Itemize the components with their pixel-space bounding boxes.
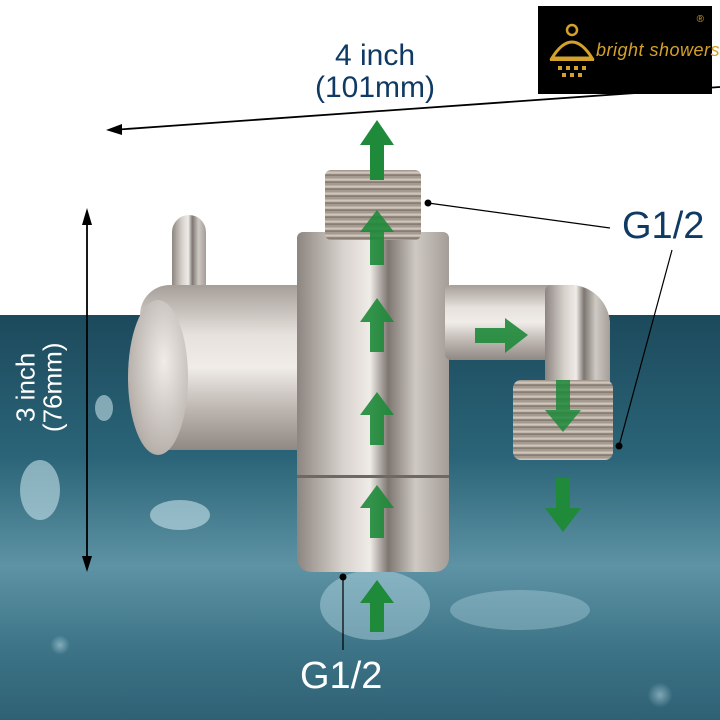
diverter-knob-cap[interactable] [128, 300, 188, 455]
brand-name: bright showers [596, 40, 720, 60]
bottom-inlet-callout: G1/2 [300, 655, 383, 697]
elbow-bend [545, 285, 610, 390]
registered-mark: ® [696, 14, 704, 25]
flow-arrow-down-icon [545, 380, 581, 432]
water-droplet [150, 500, 210, 530]
flow-arrow-up-icon [360, 120, 394, 180]
brand-logo: bright showers ® [538, 6, 720, 94]
flow-arrow-down-icon [545, 478, 581, 532]
water-droplet [20, 460, 60, 520]
width-dimension-inch: 4 inch [334, 39, 416, 72]
shower-head-icon [549, 23, 595, 77]
flow-arrow-up-icon [360, 298, 394, 352]
flow-arrow-up-icon [360, 580, 394, 632]
width-dimension-mm: (101mm) [314, 70, 435, 104]
flow-arrow-up-icon [360, 392, 394, 445]
water-splash [450, 590, 590, 630]
flow-arrow-up-icon [360, 485, 394, 538]
flow-arrow-right-icon [475, 318, 528, 353]
top-outlet-callout: G1/2 [622, 205, 705, 247]
water-droplet [95, 395, 113, 421]
flow-arrow-up-icon [360, 210, 394, 265]
body-seam [297, 475, 449, 478]
width-dimension-label: 4 inch (101mm) [290, 40, 460, 103]
